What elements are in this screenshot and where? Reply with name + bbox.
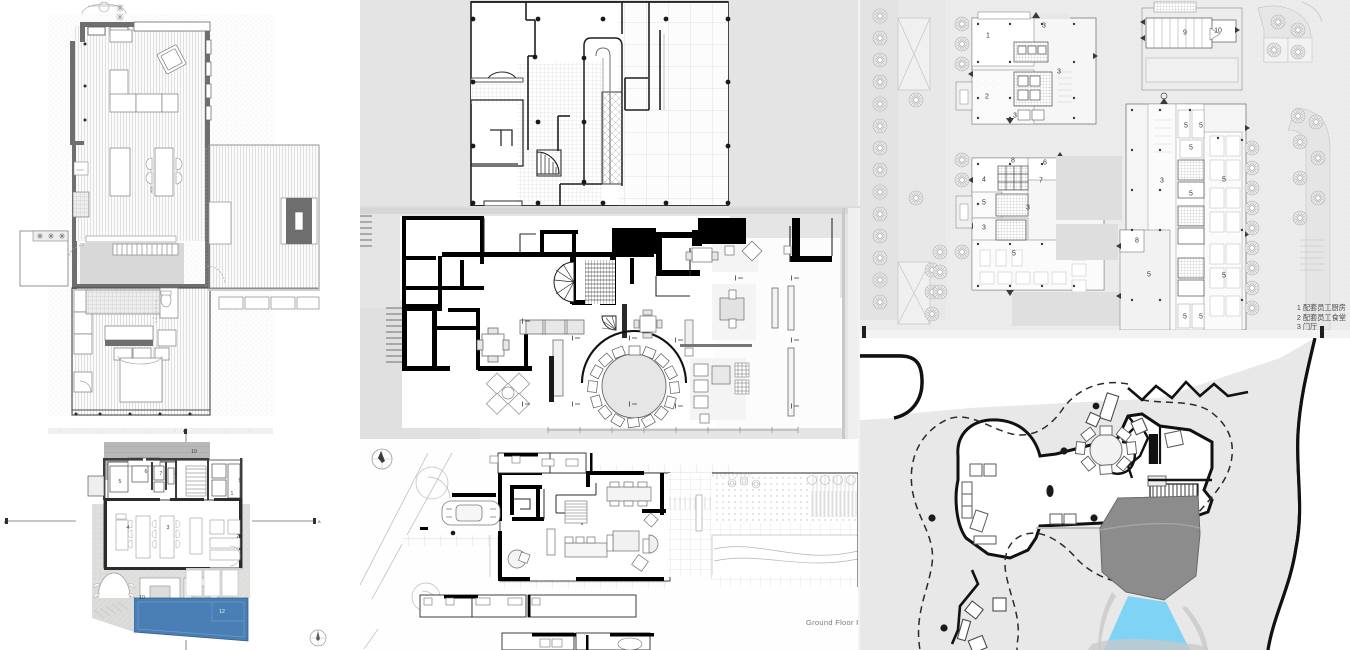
room-tag: 2 (236, 534, 240, 540)
panel-f-legend: 1 配套员工厨房 2 配套员工食堂 3 门厅 (1297, 303, 1346, 332)
room-tag: 5 (1189, 190, 1193, 198)
room-tag: 5 (1147, 271, 1151, 279)
room-tag: 1 (230, 491, 234, 497)
panel-divider (360, 206, 860, 208)
lower-middle-ground-floor-plan (360, 439, 860, 650)
room-tag: 8 (1011, 157, 1015, 165)
room-tag: 5 (1222, 272, 1226, 280)
room-tag: 8 (1135, 237, 1139, 245)
room-tag: 2 (985, 93, 989, 101)
room-tag: 1 (986, 32, 990, 40)
room-tag: 4 (126, 525, 130, 531)
room-tag: 9 (1183, 29, 1187, 37)
room-tag: 4 (982, 176, 986, 184)
room-tag: 3 (1026, 204, 1030, 212)
svg-text:A: A (318, 519, 321, 524)
room-tag: 5 (982, 199, 986, 207)
compass-rose-icon (309, 629, 327, 647)
room-tag: 8 (174, 471, 178, 477)
room-tag: 5 (1184, 122, 1188, 130)
room-tag: 5 (1012, 250, 1016, 258)
room-tag: 6 (1043, 159, 1047, 167)
lower-left-numbered-residence-plan: AA A 1Living 2Dining 3Kitchen 4Bedroom 5… (0, 428, 360, 650)
middle-furnished-plan (360, 208, 860, 439)
room-tag: 5 (1183, 313, 1187, 321)
ground-floor-plan-label: Ground Floor Plan (806, 618, 873, 627)
upper-middle-modernist-plan (360, 0, 860, 208)
legend-row: 1 配套员工厨房 (1296, 303, 1346, 313)
room-tag: 6 (144, 469, 148, 475)
room-tag: 3 (1042, 22, 1046, 30)
room-tag: 5 (1189, 144, 1193, 152)
compass-rose-icon (371, 448, 393, 470)
room-tag: 3 (166, 525, 170, 531)
room-tag: 5 (1199, 313, 1203, 321)
lower-right-organic-plan (860, 338, 1350, 650)
room-tag: 3 (1160, 177, 1164, 185)
room-tag: 9 (238, 478, 242, 484)
room-tag: 10 (191, 449, 197, 455)
upper-left-residence-plan (0, 0, 360, 428)
legend-row: 2 配套员工食堂 (1296, 312, 1346, 322)
panel-divider (858, 0, 860, 650)
room-tag: 3 (1013, 112, 1017, 120)
room-tag: 7 (1039, 177, 1043, 185)
legend-row: 3 门厅 (1296, 322, 1318, 332)
room-tag: 3 (1057, 68, 1061, 76)
room-tag: 10 (139, 595, 145, 601)
room-tag: 3 (982, 224, 986, 232)
room-tag: 12 (219, 609, 225, 615)
room-tag: 5 (1199, 122, 1203, 130)
upper-right-campus-site-plan: 1 配套员工厨房 2 配套员工食堂 3 门厅 (860, 0, 1350, 338)
room-tag: 7 (159, 471, 163, 477)
room-tag: 5 (1222, 176, 1226, 184)
room-tag: 5 (118, 479, 122, 485)
room-tag: 10 (1214, 27, 1222, 35)
